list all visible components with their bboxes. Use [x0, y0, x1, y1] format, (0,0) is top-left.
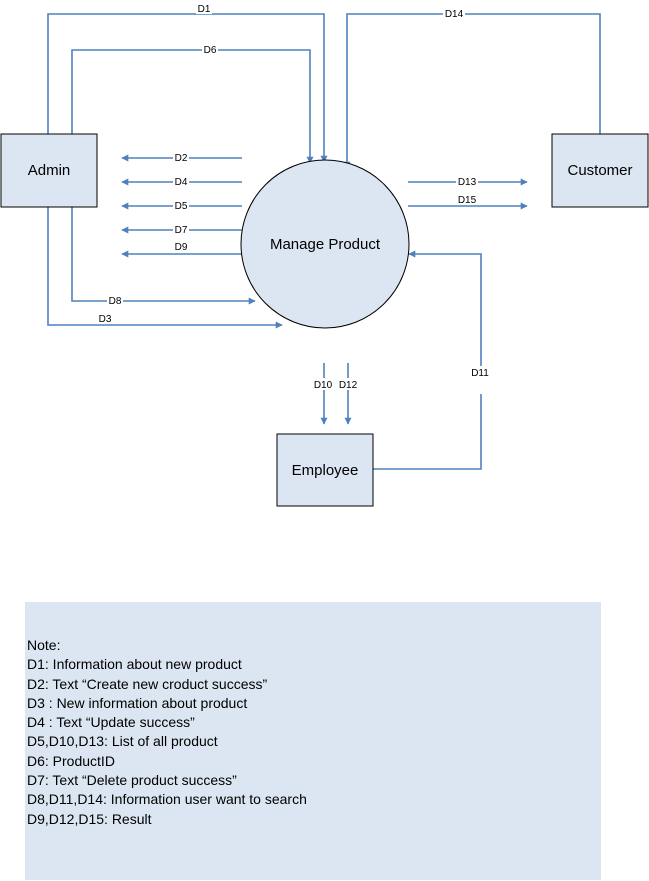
flow-label-d1: D1: [198, 4, 211, 15]
customer-label: Customer: [567, 162, 632, 179]
legend-line: D9,D12,D15: Result: [27, 810, 152, 827]
customer-entity[interactable]: Customer: [551, 133, 649, 208]
flow-d11: [373, 250, 482, 470]
legend-line: D1: Information about new product: [27, 656, 242, 673]
manage-product-process[interactable]: Manage Product: [240, 159, 410, 329]
flow-d6: [71, 49, 314, 164]
flow-d3: [47, 207, 283, 329]
legend-line: D6: ProductID: [27, 752, 115, 769]
flow-label-d9: D9: [175, 242, 188, 253]
flow-label-d10: D10: [314, 380, 333, 391]
flow-label-d4: D4: [175, 177, 188, 188]
flow-d14: [343, 13, 601, 169]
flow-label-d14: D14: [445, 9, 464, 20]
flow-label-d15: D15: [458, 195, 477, 206]
legend-note: Note: D1: Information about new product …: [25, 602, 601, 880]
flow-label-d13: D13: [458, 177, 477, 188]
flow-label-d6: D6: [204, 45, 217, 56]
process-label: Manage Product: [270, 236, 381, 253]
data-flow-diagram: D1 D6 D14 D2 D4 D5 D7 D9 D8 D3 D13 D15 D…: [0, 4, 649, 507]
admin-entity[interactable]: Admin: [0, 133, 98, 208]
legend-line: D5,D10,D13: List of all product: [27, 733, 218, 750]
flow-label-d3: D3: [99, 314, 112, 325]
flow-label-d2: D2: [175, 153, 188, 164]
admin-label: Admin: [28, 162, 71, 179]
flow-label-d5: D5: [175, 201, 188, 212]
flow-label-d12: D12: [339, 380, 358, 391]
employee-entity[interactable]: Employee: [276, 433, 374, 507]
flow-label-d11: D11: [471, 368, 489, 379]
legend-line: D7: Text “Delete product success”: [27, 772, 237, 789]
flow-d1: [47, 13, 328, 163]
flow-label-d7: D7: [175, 225, 188, 236]
legend-lines: Note: D1: Information about new product …: [27, 636, 307, 829]
legend-line: D2: Text “Create new croduct success”: [27, 675, 268, 692]
legend-line: D3 : New information about product: [27, 694, 248, 711]
flow-d8: [71, 207, 256, 305]
legend-title: Note:: [27, 637, 61, 653]
legend-line: D4 : Text “Update success”: [27, 714, 195, 731]
employee-label: Employee: [292, 462, 359, 479]
legend-line: D8,D11,D14: Information user want to sea…: [27, 791, 307, 808]
flow-label-d8: D8: [109, 296, 122, 307]
